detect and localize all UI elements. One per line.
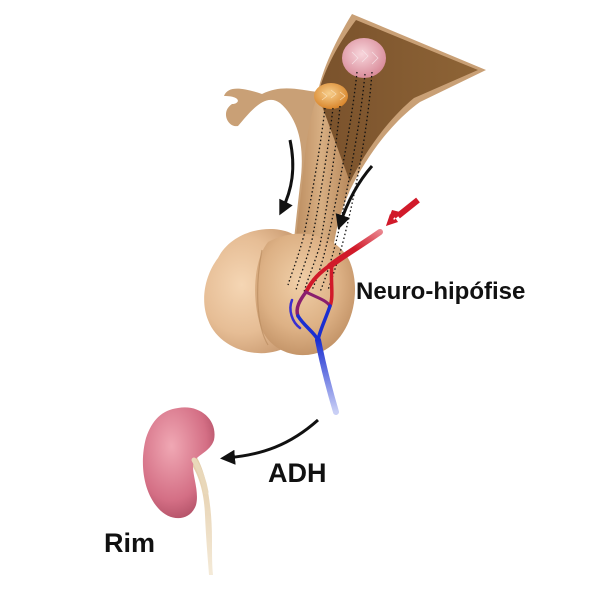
- flow-arrows: [220, 139, 374, 465]
- kidney-label: Rim: [104, 528, 156, 558]
- supraoptic-nucleus: [342, 38, 386, 78]
- blood-vessels: [289, 229, 383, 415]
- kidney-icon: [142, 407, 215, 519]
- ureter: [190, 456, 213, 575]
- paraventricular-nucleus: [314, 83, 348, 109]
- arrow-left-down: [279, 139, 295, 216]
- adh-label: ADH: [268, 458, 327, 488]
- arrow-to-kidney: [220, 418, 319, 465]
- neurohypophysis-label: Neuro-hipófise: [356, 278, 526, 305]
- arrow-right-down: [335, 165, 374, 230]
